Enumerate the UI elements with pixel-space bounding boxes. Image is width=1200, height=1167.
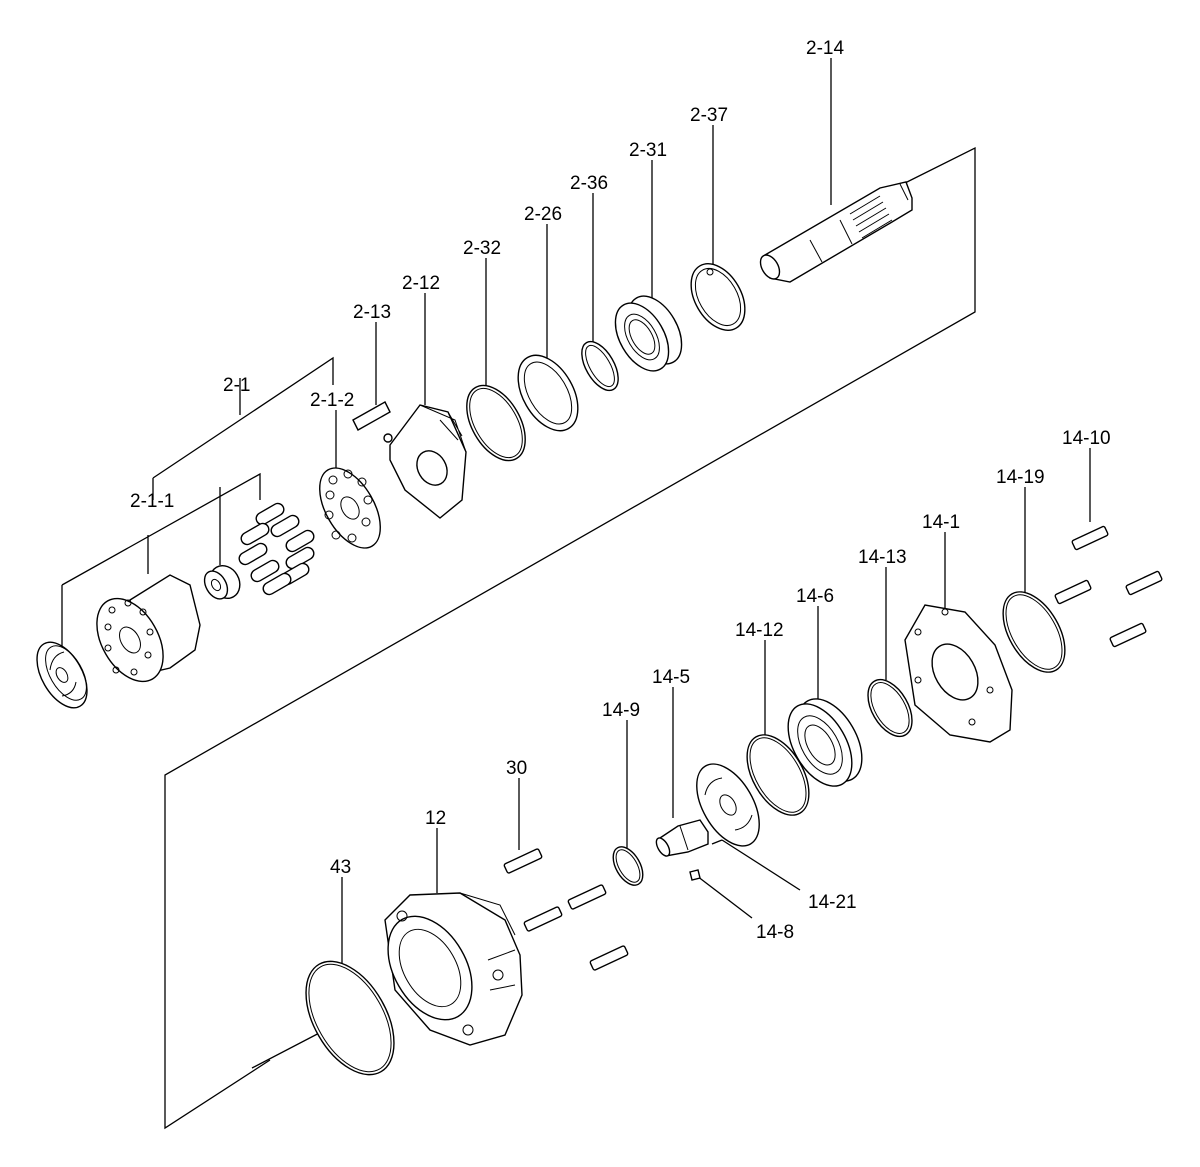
bolts-14-10 [1054, 525, 1163, 648]
pistons-group [238, 502, 315, 596]
label-2-37: 2-37 [690, 105, 728, 126]
label-2-14: 2-14 [806, 38, 844, 59]
retainer-plate-2-1-2 [319, 467, 381, 549]
o-ring-43 [305, 960, 395, 1076]
assembly-boundary [164, 146, 976, 1130]
label-14-21: 14-21 [808, 892, 857, 913]
label-14-5: 14-5 [652, 667, 690, 688]
cover-plate-14-1 [904, 604, 1013, 743]
snap-ring-2-36 [581, 340, 619, 392]
valve-plate [36, 641, 88, 709]
retaining-ring-2-37 [690, 263, 746, 331]
snap-ring-14-9 [612, 846, 644, 886]
washer-2-26 [517, 354, 579, 432]
label-2-1-1: 2-1-1 [130, 491, 174, 512]
label-14-1: 14-1 [922, 512, 960, 533]
label-2-1-2: 2-1-2 [310, 390, 354, 411]
label-2-13: 2-13 [353, 302, 391, 323]
pin-2-13 [352, 401, 391, 431]
label-30: 30 [506, 758, 527, 779]
label-14-19: 14-19 [996, 467, 1045, 488]
label-2-12: 2-12 [402, 273, 440, 294]
label-14-13: 14-13 [858, 547, 907, 568]
bracket-2-1-1 [61, 472, 261, 650]
label-14-9: 14-9 [602, 700, 640, 721]
label-2-32: 2-32 [463, 238, 501, 259]
label-43: 43 [330, 857, 351, 878]
o-ring-14-13 [867, 678, 913, 738]
label-14-8: 14-8 [756, 922, 794, 943]
label-2-36: 2-36 [570, 173, 608, 194]
pin-14-21 [711, 839, 723, 845]
label-2-1: 2-1 [223, 375, 250, 396]
label-2-26: 2-26 [524, 204, 562, 225]
bearing-2-31 [614, 295, 683, 372]
bracket-2-1 [152, 356, 334, 500]
label-12: 12 [425, 808, 446, 829]
valve-plate-14 [696, 763, 760, 847]
o-ring-14-19 [1002, 591, 1066, 673]
spherical-bushing [203, 564, 241, 600]
pin-14-8 [689, 869, 701, 881]
o-ring-14-12 [746, 734, 810, 816]
label-2-31: 2-31 [629, 140, 667, 161]
label-14-12: 14-12 [735, 620, 784, 641]
o-ring-2-32 [466, 384, 526, 462]
cylinder-block-2-1-1 [96, 574, 201, 683]
label-14-10: 14-10 [1062, 428, 1111, 449]
shaft-2-14 [759, 181, 913, 283]
housing-12 [384, 892, 523, 1046]
leader-lines [251, 58, 1091, 1069]
swash-plate-2-12 [383, 404, 467, 519]
shaft-14-5 [655, 819, 709, 857]
bolts-30 [503, 848, 629, 971]
part-labels: 2-14 2-37 2-31 2-36 2-26 2-32 2-12 2-13 … [130, 38, 1111, 943]
label-14-6: 14-6 [796, 586, 834, 607]
